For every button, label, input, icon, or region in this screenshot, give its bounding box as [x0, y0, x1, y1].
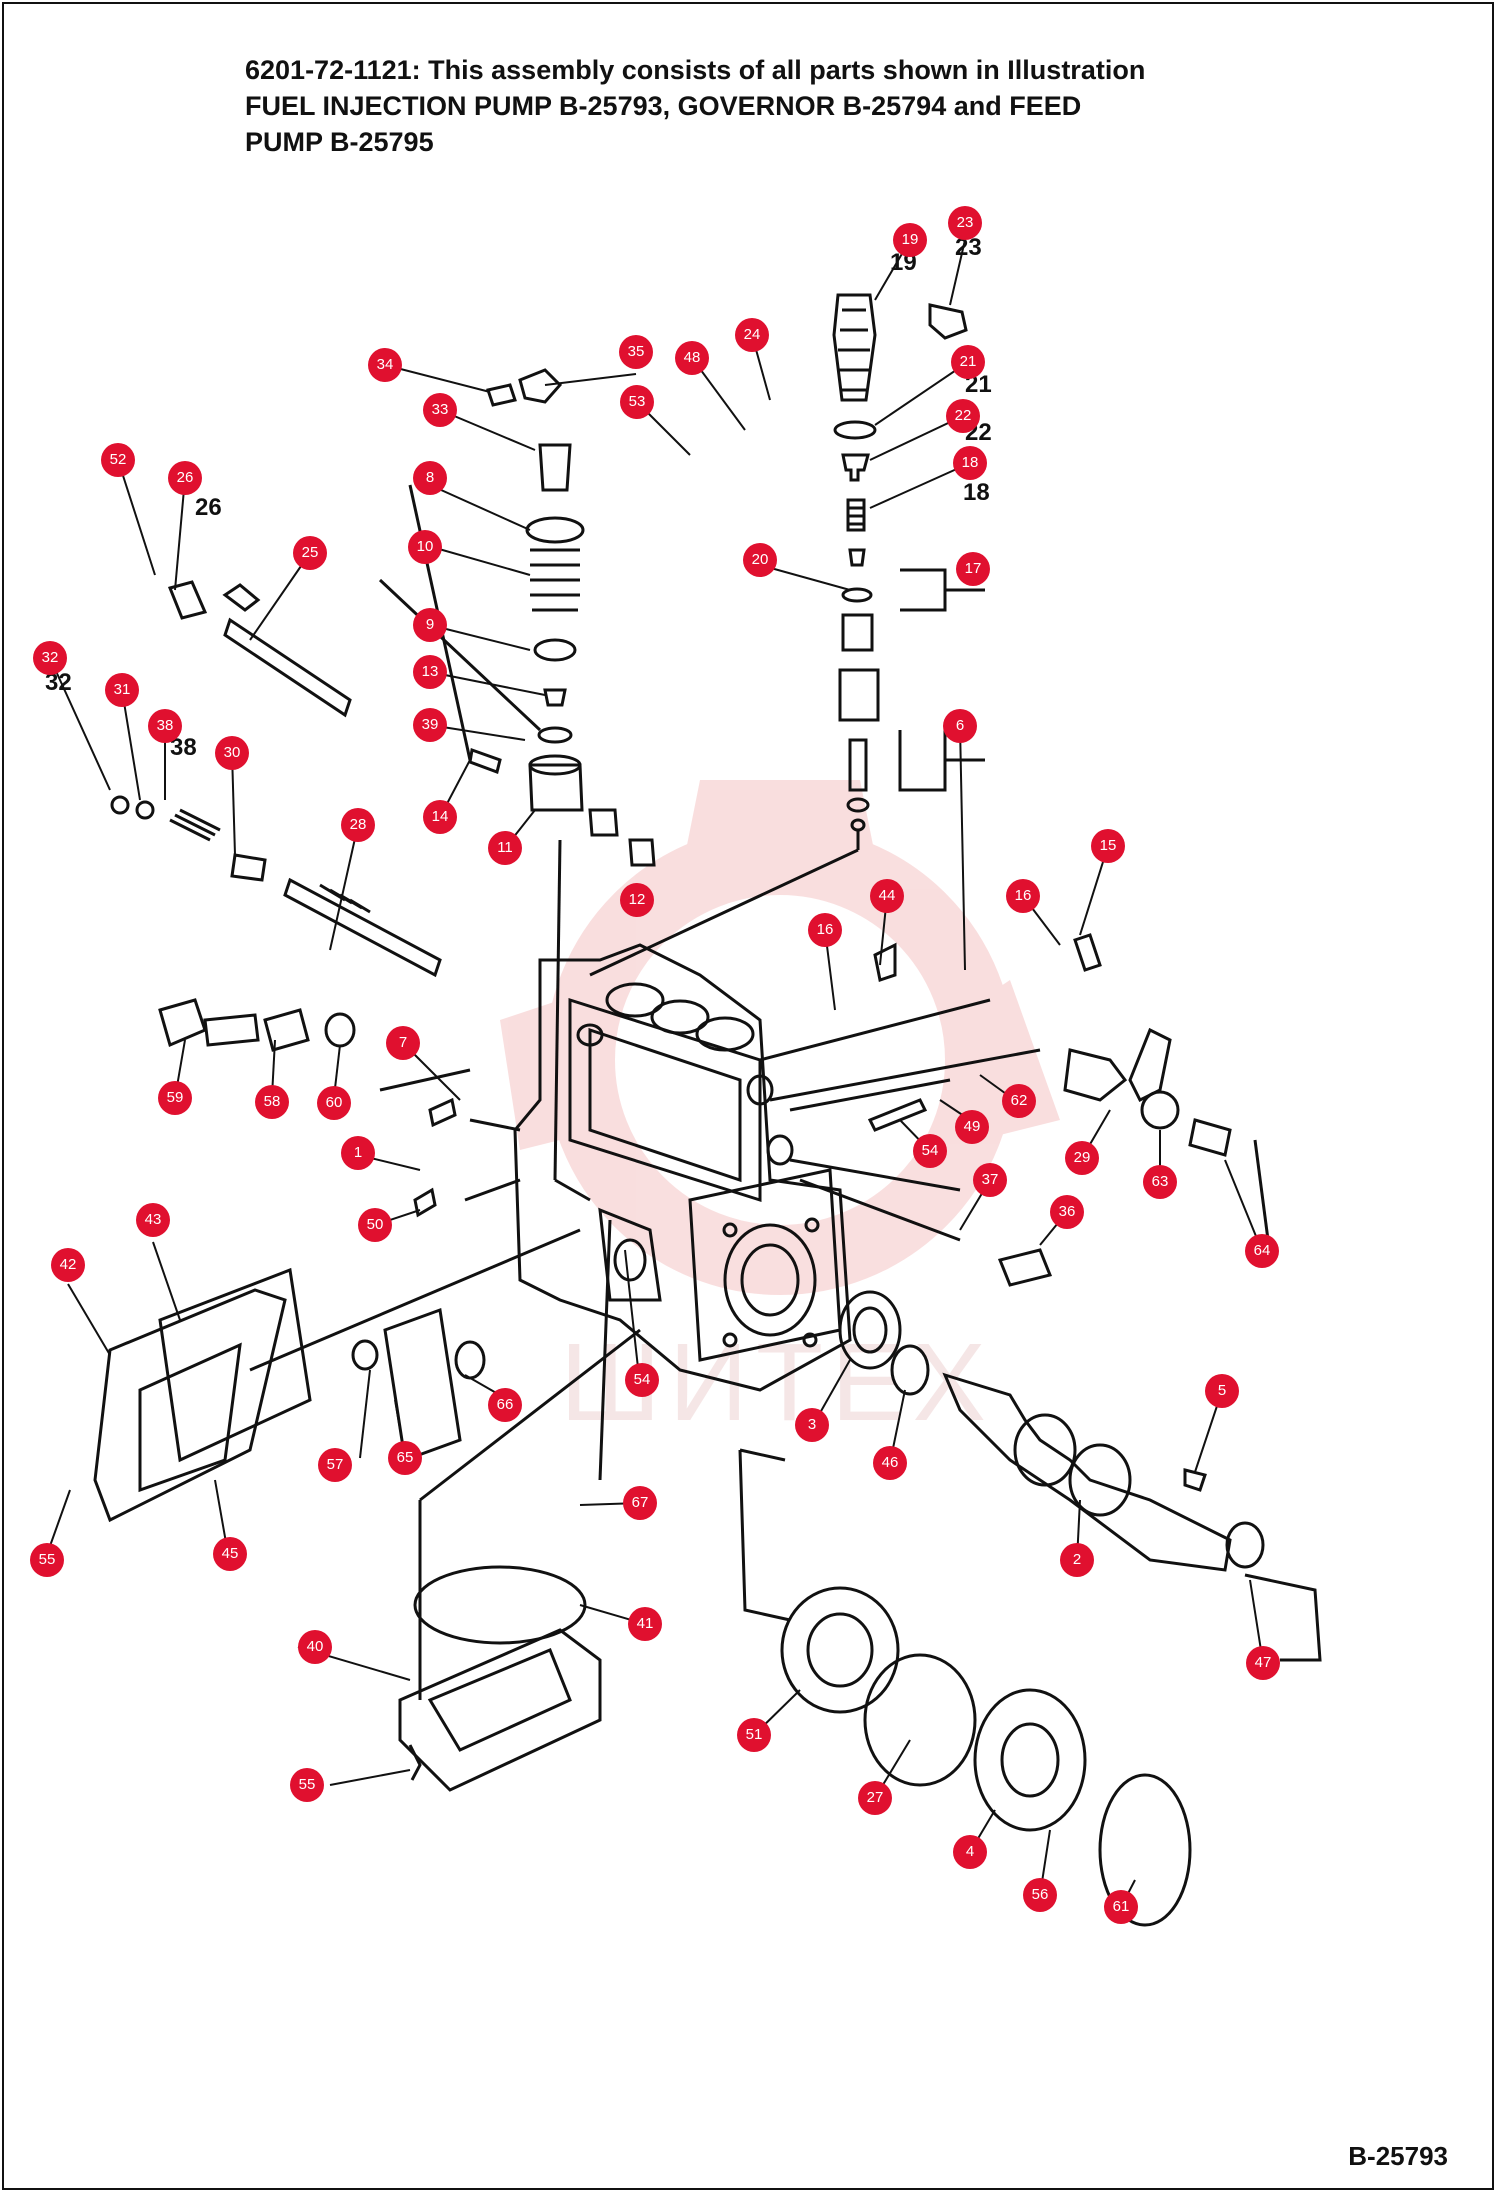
callout[interactable]: 62 — [1002, 1084, 1036, 1118]
callout[interactable]: 63 — [1143, 1165, 1177, 1199]
callout[interactable]: 57 — [318, 1448, 352, 1482]
callout[interactable]: 39 — [413, 708, 447, 742]
callout[interactable]: 53 — [620, 385, 654, 419]
callout[interactable]: 47 — [1246, 1646, 1280, 1680]
callout[interactable]: 45 — [213, 1537, 247, 1571]
callout[interactable]: 34 — [368, 348, 402, 382]
callout[interactable]: 12 — [620, 883, 654, 917]
callout[interactable]: 60 — [317, 1086, 351, 1120]
callout[interactable]: 11 — [488, 831, 522, 865]
callout[interactable]: 5 — [1205, 1374, 1239, 1408]
document-id: B-25793 — [1348, 2141, 1448, 2171]
callout[interactable]: 43 — [136, 1203, 170, 1237]
callout[interactable]: 23 — [948, 206, 982, 240]
callout[interactable]: 54 — [625, 1363, 659, 1397]
callout[interactable]: 56 — [1023, 1878, 1057, 1912]
callout[interactable]: 29 — [1065, 1141, 1099, 1175]
callout[interactable]: 31 — [105, 673, 139, 707]
callout[interactable]: 15 — [1091, 829, 1125, 863]
callout[interactable]: 55 — [30, 1543, 64, 1577]
svg-text:26: 26 — [195, 494, 222, 521]
callout[interactable]: 17 — [956, 552, 990, 586]
callout[interactable]: 42 — [51, 1248, 85, 1282]
callout[interactable]: 16 — [808, 913, 842, 947]
callout[interactable]: 32 — [33, 641, 67, 675]
assembly-header: 6201-72-1121: This assembly consists of … — [245, 52, 1345, 160]
callout[interactable]: 66 — [488, 1388, 522, 1422]
callout[interactable]: 8 — [413, 461, 447, 495]
callout[interactable]: 21 — [951, 345, 985, 379]
callout[interactable]: 22 — [946, 399, 980, 433]
callout[interactable]: 50 — [358, 1208, 392, 1242]
header-line-3: PUMP B-25795 — [245, 127, 434, 157]
callout[interactable]: 59 — [158, 1081, 192, 1115]
callout[interactable]: 49 — [955, 1110, 989, 1144]
callout[interactable]: 16 — [1006, 879, 1040, 913]
callout[interactable]: 4 — [953, 1835, 987, 1869]
callout[interactable]: 24 — [735, 318, 769, 352]
svg-text:18: 18 — [963, 479, 990, 506]
callout[interactable]: 20 — [743, 543, 777, 577]
callout[interactable]: 3 — [795, 1408, 829, 1442]
header-line-1: 6201-72-1121: This assembly consists of … — [245, 55, 1146, 85]
callout[interactable]: 46 — [873, 1446, 907, 1480]
callout[interactable]: 9 — [413, 608, 447, 642]
callout[interactable]: 7 — [386, 1026, 420, 1060]
callout[interactable]: 28 — [341, 808, 375, 842]
callout[interactable]: 40 — [298, 1630, 332, 1664]
callout[interactable]: 6 — [943, 709, 977, 743]
callout[interactable]: 54 — [913, 1134, 947, 1168]
callout[interactable]: 36 — [1050, 1195, 1084, 1229]
callout[interactable]: 58 — [255, 1085, 289, 1119]
callout[interactable]: 27 — [858, 1781, 892, 1815]
line-art — [93, 293, 1322, 1927]
callout[interactable]: 25 — [293, 536, 327, 570]
callout[interactable]: 41 — [628, 1607, 662, 1641]
callout[interactable]: 51 — [737, 1718, 771, 1752]
callout[interactable]: 64 — [1245, 1234, 1279, 1268]
callout[interactable]: 2 — [1060, 1543, 1094, 1577]
header-line-2: FUEL INJECTION PUMP B-25793, GOVERNOR B-… — [245, 91, 1082, 121]
callout[interactable]: 14 — [423, 800, 457, 834]
callout[interactable]: 1 — [341, 1136, 375, 1170]
callout[interactable]: 52 — [101, 443, 135, 477]
callout[interactable]: 26 — [168, 461, 202, 495]
callout[interactable]: 33 — [423, 393, 457, 427]
callout[interactable]: 10 — [408, 530, 442, 564]
callout[interactable]: 13 — [413, 655, 447, 689]
callout[interactable]: 19 — [893, 223, 927, 257]
callout[interactable]: 67 — [623, 1486, 657, 1520]
callout[interactable]: 44 — [870, 879, 904, 913]
callout[interactable]: 18 — [953, 446, 987, 480]
callout[interactable]: 61 — [1104, 1890, 1138, 1924]
callout[interactable]: 48 — [675, 341, 709, 375]
callout[interactable]: 55 — [290, 1768, 324, 1802]
callout[interactable]: 37 — [973, 1163, 1007, 1197]
callout-leaders — [44, 239, 1264, 1908]
callout[interactable]: 30 — [215, 736, 249, 770]
callout[interactable]: 65 — [388, 1441, 422, 1475]
callout[interactable]: 38 — [148, 709, 182, 743]
callout[interactable]: 35 — [619, 335, 653, 369]
